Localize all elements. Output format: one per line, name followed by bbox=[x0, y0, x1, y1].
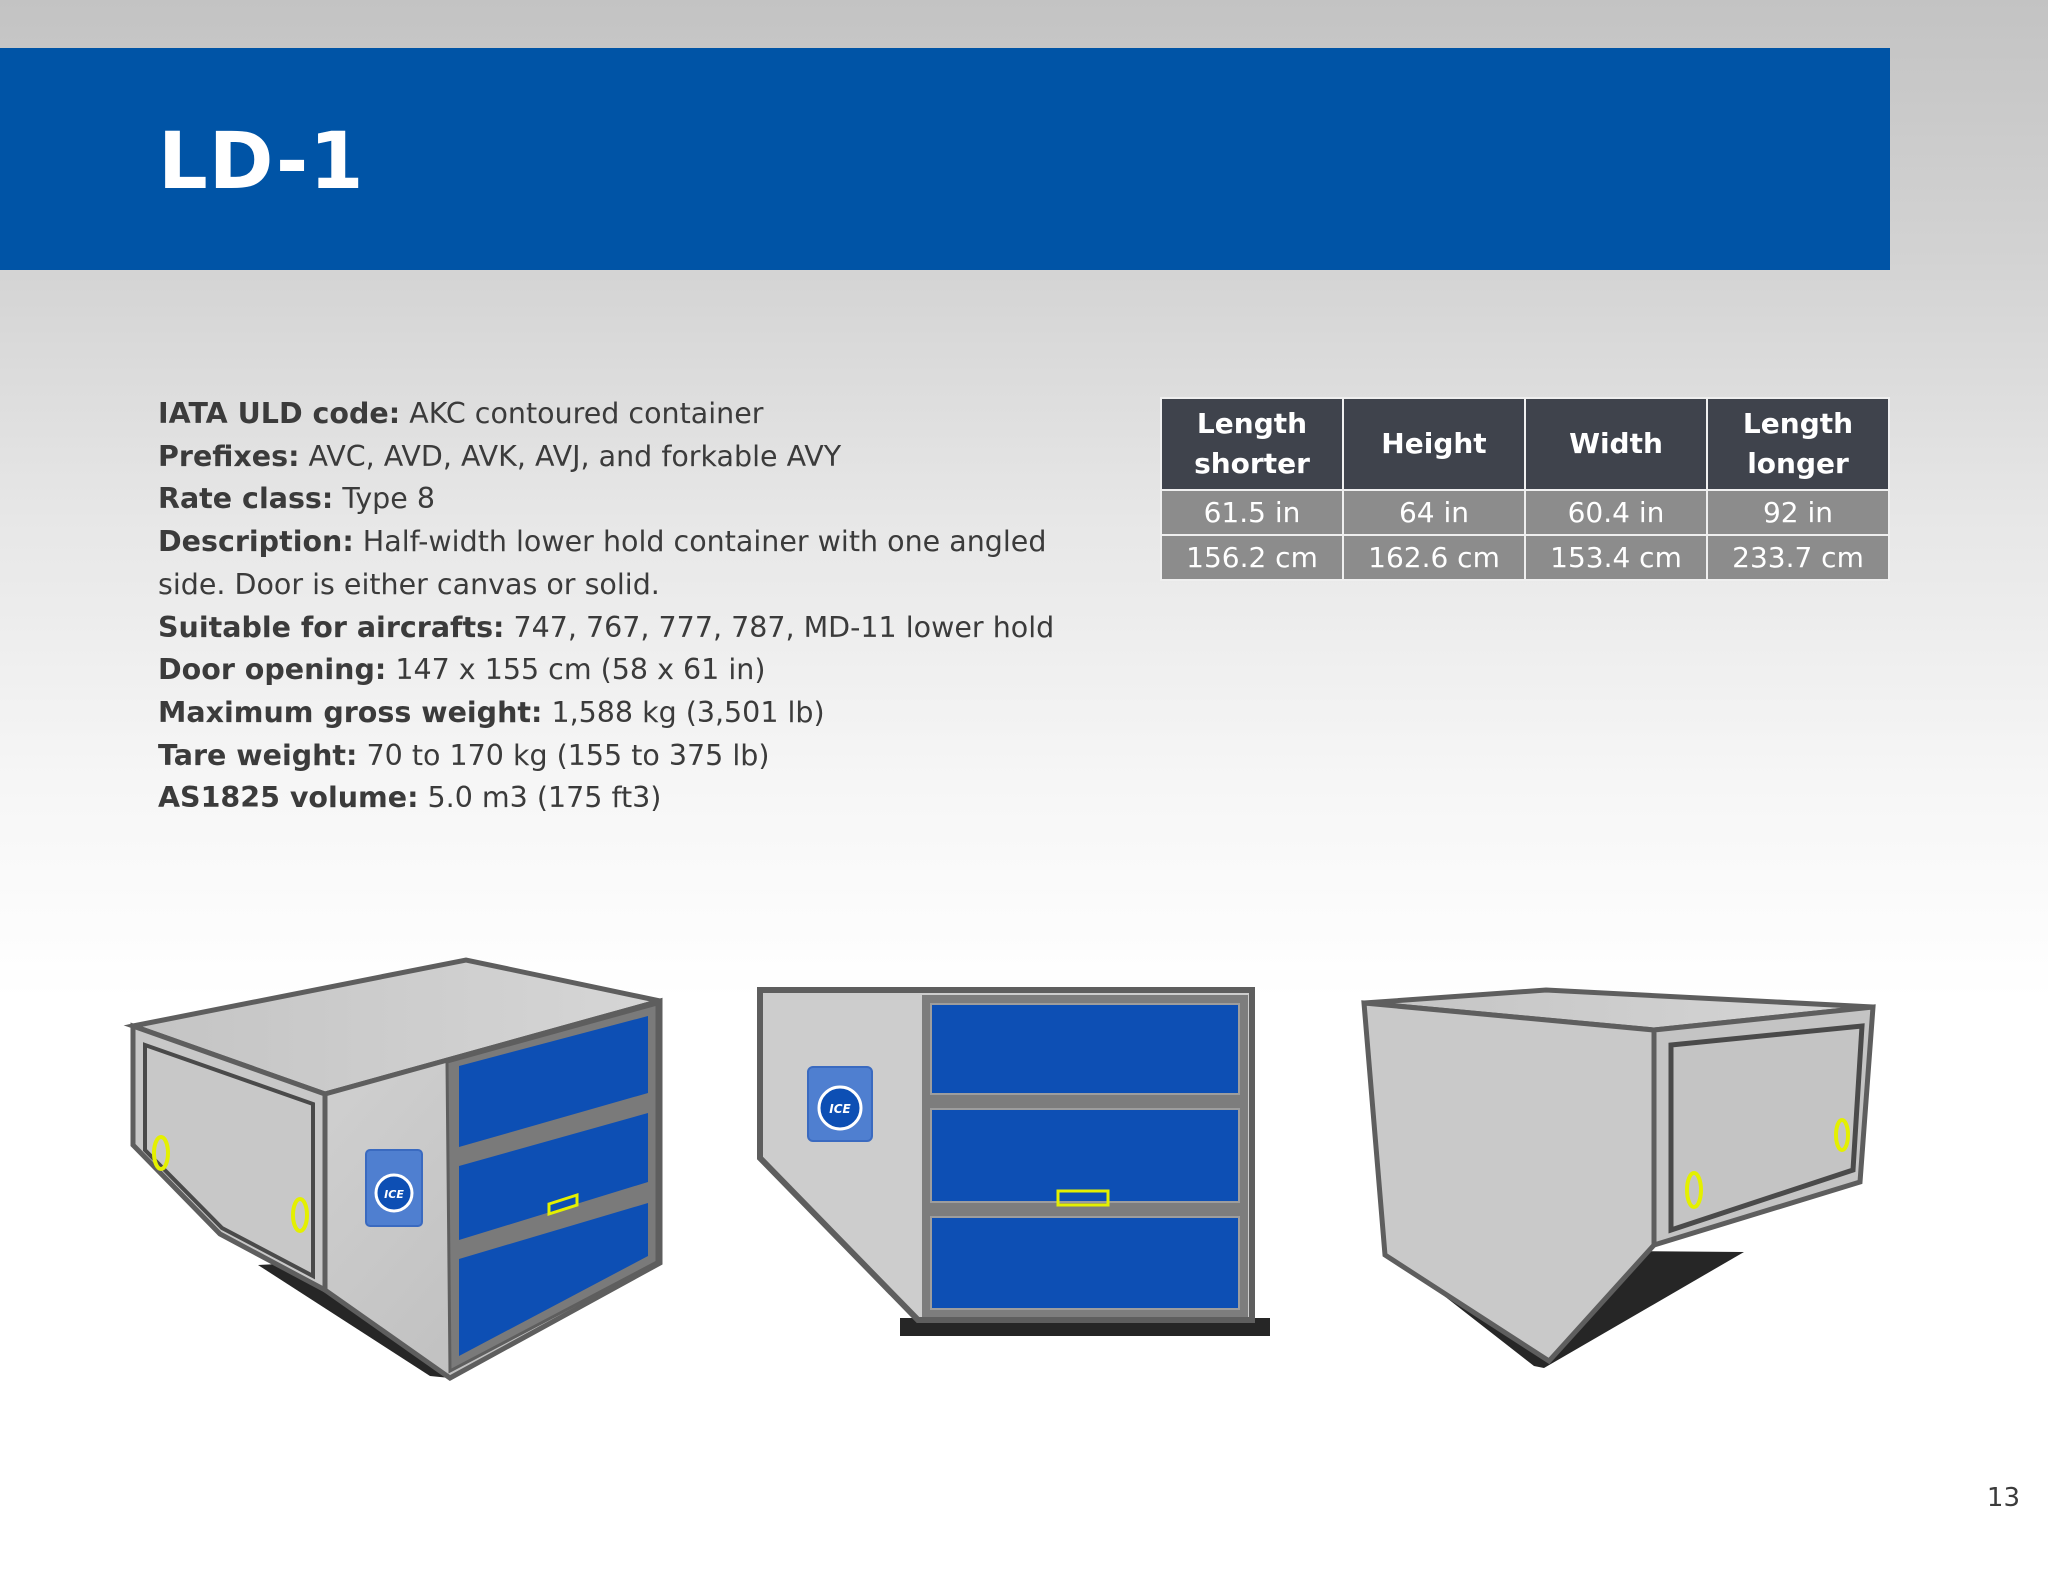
container-view-right-angle bbox=[1361, 987, 1876, 1368]
table-cell: 92 in bbox=[1706, 489, 1890, 536]
spec-item: Prefixes: AVC, AVD, AVK, AVJ, and forkab… bbox=[158, 436, 1058, 479]
spec-value: 5.0 m3 (175 ft3) bbox=[427, 781, 662, 815]
spec-label: Tare weight: bbox=[158, 738, 358, 772]
table-cell: 64 in bbox=[1342, 489, 1526, 536]
container-illustrations: ICE ICE bbox=[123, 957, 1876, 1381]
table-row: 61.5 in 64 in 60.4 in 92 in bbox=[1160, 489, 1890, 536]
column-header: Height bbox=[1342, 397, 1526, 491]
spec-value: AVC, AVD, AVK, AVJ, and forkable AVY bbox=[308, 439, 842, 473]
spec-label: IATA ULD code: bbox=[158, 397, 401, 430]
spec-item: Tare weight: 70 to 170 kg (155 to 375 lb… bbox=[158, 735, 1058, 778]
table-cell: 60.4 in bbox=[1524, 489, 1708, 536]
column-header: Length longer bbox=[1706, 397, 1890, 491]
spec-value: Half-width lower hold container with one… bbox=[158, 525, 1047, 601]
table-cell: 156.2 cm bbox=[1160, 534, 1344, 581]
table-cell: 153.4 cm bbox=[1524, 534, 1708, 581]
spec-label: Suitable for aircrafts: bbox=[158, 610, 505, 644]
spec-label: Description: bbox=[158, 525, 354, 559]
spec-item: Description: Half-width lower hold conta… bbox=[158, 521, 1058, 606]
container-view-front: ICE bbox=[757, 987, 1270, 1336]
spec-item: Maximum gross weight: 1,588 kg (3,501 lb… bbox=[158, 692, 1058, 735]
container-view-left-angle: ICE bbox=[123, 957, 663, 1381]
spec-value: 1,588 kg (3,501 lb) bbox=[551, 695, 825, 729]
spec-value: Type 8 bbox=[342, 482, 435, 516]
logo-text: ICE bbox=[829, 1102, 851, 1116]
spec-value: 147 x 155 cm (58 x 61 in) bbox=[395, 653, 766, 687]
table-row: 156.2 cm 162.6 cm 153.4 cm 233.7 cm bbox=[1160, 534, 1890, 581]
page-number: 13 bbox=[1986, 1483, 2020, 1513]
spec-label: Maximum gross weight: bbox=[158, 695, 543, 729]
table-cell: 61.5 in bbox=[1160, 489, 1344, 536]
page-title: LD-1 bbox=[158, 117, 365, 207]
table-cell: 162.6 cm bbox=[1342, 534, 1526, 581]
column-header: Width bbox=[1524, 397, 1708, 491]
table-header-row: Length shorter Height Width Length longe… bbox=[1160, 397, 1890, 491]
spec-item: Suitable for aircrafts: 747, 767, 777, 7… bbox=[158, 607, 1058, 650]
logo-text: ICE bbox=[384, 1188, 404, 1201]
title-band bbox=[0, 48, 1890, 270]
spec-item: Rate class: Type 8 bbox=[158, 478, 1058, 521]
spec-item: AS1825 volume: 5.0 m3 (175 ft3) bbox=[158, 777, 1058, 820]
spec-label: AS1825 volume: bbox=[158, 781, 419, 815]
spec-value: 70 to 170 kg (155 to 375 lb) bbox=[366, 738, 770, 772]
column-header: Length shorter bbox=[1160, 397, 1344, 491]
spec-list: IATA ULD code: AKC contoured container P… bbox=[158, 393, 1058, 820]
spec-label: Door opening: bbox=[158, 653, 387, 687]
spec-value: 747, 767, 777, 787, MD-11 lower hold bbox=[513, 610, 1055, 644]
spec-value: AKC contoured container bbox=[409, 397, 764, 430]
spec-item: IATA ULD code: AKC contoured container bbox=[158, 393, 1058, 436]
spec-label: Prefixes: bbox=[158, 439, 300, 473]
spec-label: Rate class: bbox=[158, 482, 334, 516]
dimensions-table: Length shorter Height Width Length longe… bbox=[1160, 397, 1890, 581]
spec-item: Door opening: 147 x 155 cm (58 x 61 in) bbox=[158, 649, 1058, 692]
table-cell: 233.7 cm bbox=[1706, 534, 1890, 581]
